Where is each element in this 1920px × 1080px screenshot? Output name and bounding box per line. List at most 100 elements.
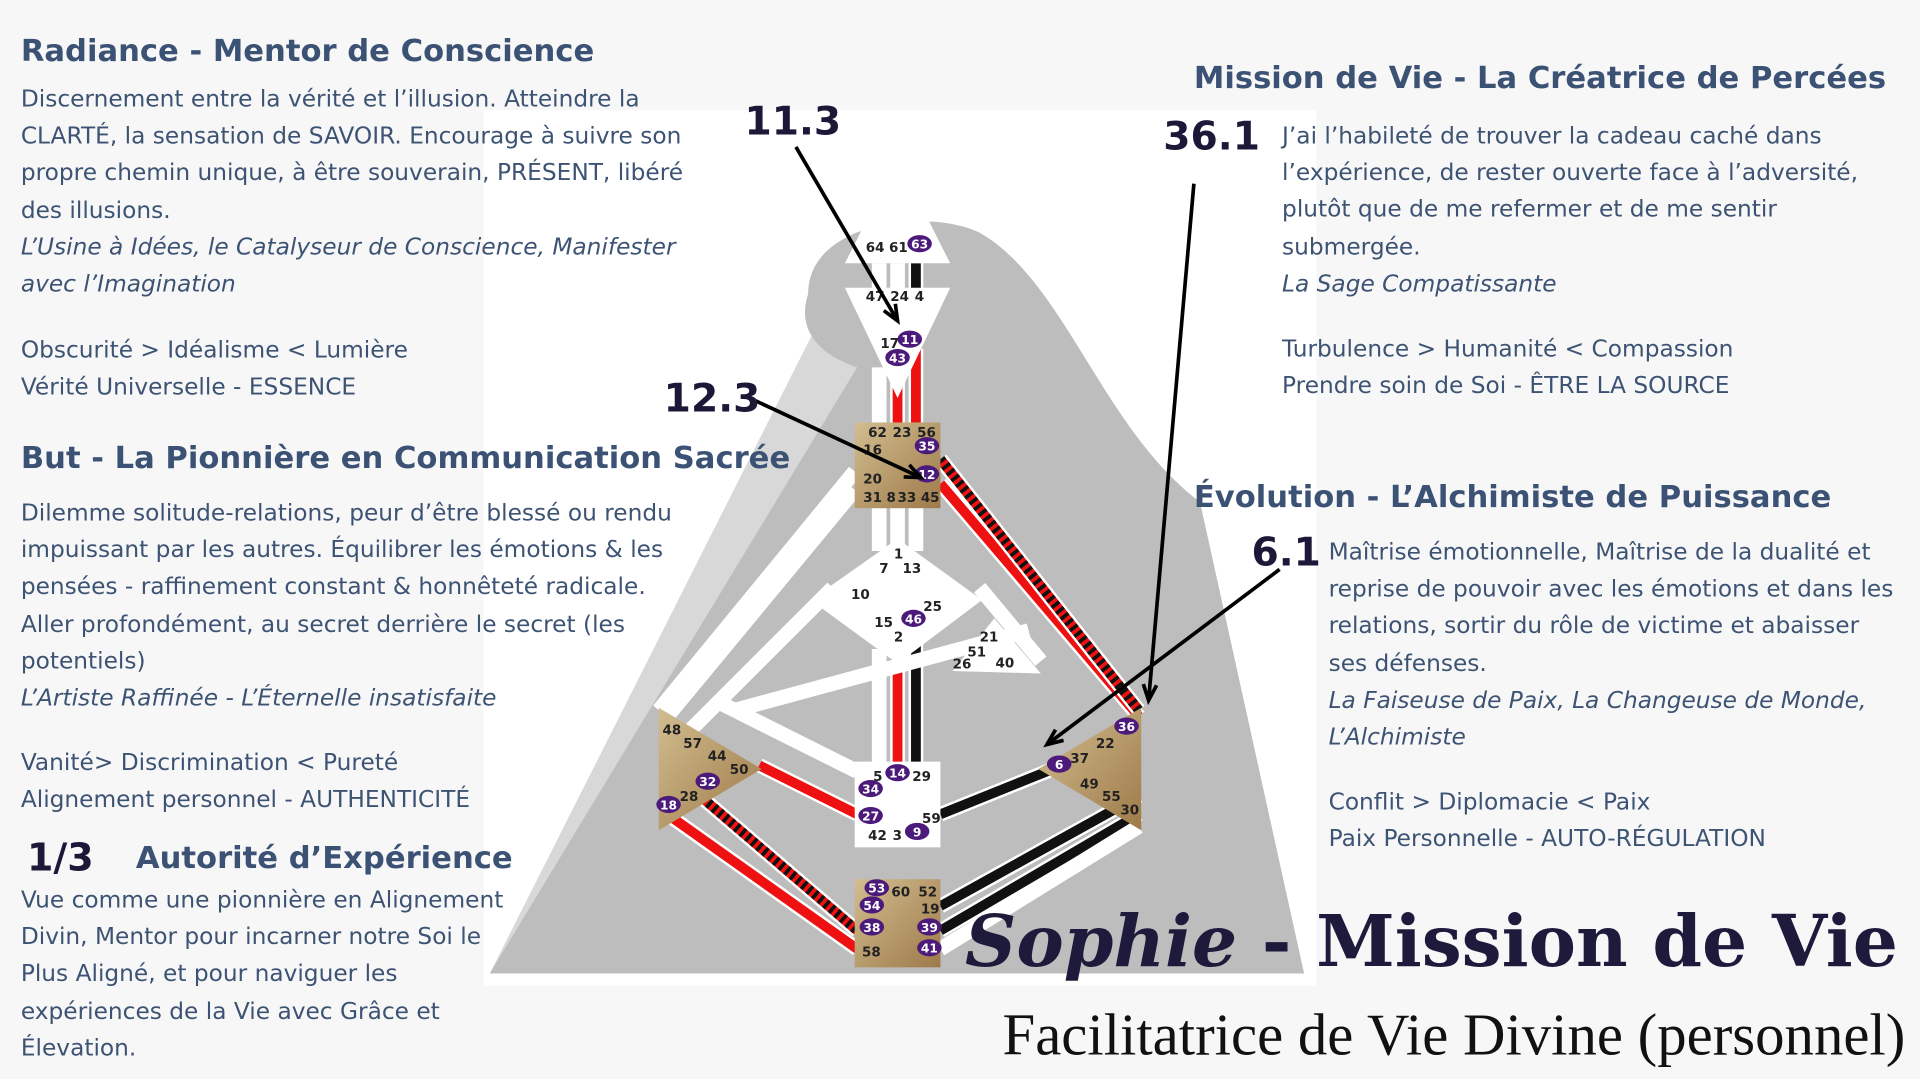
mission-gate-label: 36.1 [1163, 112, 1260, 160]
active-gate-marker [858, 806, 883, 825]
active-gate-marker [859, 918, 885, 936]
active-gate-marker [1114, 717, 1139, 735]
arrow-head-icon [903, 463, 926, 480]
gate-number: 50 [730, 763, 749, 778]
active-gate-marker [897, 330, 923, 348]
g-center [810, 538, 983, 664]
gate-number: 9 [913, 825, 922, 839]
gate-number: 53 [868, 882, 885, 896]
gate-number: 34 [862, 782, 879, 796]
spectrum-line: Obscurité > Idéalisme < Lumière [20, 337, 408, 364]
active-gate-marker [901, 609, 926, 627]
gate-number: 23 [893, 426, 912, 441]
text-line: pensées - raffinement constant & honnête… [20, 573, 646, 601]
gate-number: 61 [889, 241, 908, 256]
gate-number: 39 [921, 921, 938, 935]
ego-center [952, 618, 1041, 674]
chart-title: Sophie - Mission de Vie [965, 900, 1898, 983]
text-line: propre chemin unique, à être souverain, … [20, 159, 684, 187]
text-line: ses défenses. [1328, 649, 1487, 677]
but-text: Dilemme solitude-relations, peur d’être … [21, 495, 707, 819]
gate-number: 4 [915, 290, 924, 305]
gate-number: 31 [863, 491, 882, 506]
active-gate-marker [695, 772, 721, 790]
gate-number: 21 [980, 631, 999, 646]
gate-number: 60 [891, 885, 910, 900]
essence-line: Alignement personnel - AUTHENTICITÉ [20, 786, 471, 814]
essence-line: Paix Personnelle - AUTO-RÉGULATION [1328, 825, 1766, 853]
gate-number: 32 [699, 775, 716, 789]
gate-number: 30 [1120, 803, 1139, 818]
channel [653, 466, 861, 715]
active-gate-marker [859, 896, 885, 914]
gate-number: 13 [902, 562, 921, 577]
gate-number: 37 [1070, 752, 1089, 767]
arrow-head-icon [882, 303, 900, 325]
arrow-line [1146, 183, 1196, 701]
gate-number: 56 [917, 426, 936, 441]
text-line: Divin, Mentor pour incarner notre Soi le [20, 923, 482, 951]
person-name: Sophie [965, 900, 1238, 984]
gate-number: 54 [863, 899, 880, 913]
text-line: plutôt que de me refermer et de me senti… [1282, 196, 1777, 224]
gate-number: 51 [967, 645, 986, 660]
arrow-head-icon [1043, 728, 1065, 748]
spectrum-line: Vanité> Discrimination < Pureté [20, 749, 399, 777]
evolution-title: Évolution - L’Alchimiste de Puissance [1193, 478, 1832, 515]
ajna-center [844, 287, 951, 398]
gate-number: 22 [1096, 737, 1115, 752]
active-gate-marker [885, 348, 910, 367]
essence-line: Vérité Universelle - ESSENCE [20, 373, 357, 401]
channel-active-black [938, 764, 1055, 819]
gate-number: 3 [893, 829, 902, 844]
gate-number: 55 [1102, 790, 1121, 805]
active-gate-marker [864, 879, 889, 897]
active-gate-marker [914, 437, 940, 455]
gate-number: 17 [880, 337, 899, 352]
arrow-line [1045, 567, 1281, 746]
italic-line: L’Alchimiste [1328, 723, 1466, 751]
gate-number: 52 [918, 885, 937, 900]
text-line: l’expérience, de rester ouverte face à l… [1282, 159, 1859, 187]
text-line: reprise de pouvoir avec les émotions et … [1328, 575, 1894, 603]
gate-number: 25 [923, 600, 942, 615]
text-line: Dilemme solitude-relations, peur d’être … [20, 499, 672, 527]
gate-number: 5 [873, 770, 882, 785]
gate-number: 58 [862, 945, 881, 960]
gate-number: 18 [660, 798, 677, 812]
but-title: But - La Pionnière en Communication Sacr… [20, 439, 791, 476]
solar-plexus-center [1038, 707, 1142, 831]
channel [719, 697, 861, 779]
text-line: Vue comme une pionnière en Alignement [20, 886, 504, 914]
text-line: Aller profondément, au secret derrière l… [20, 610, 625, 638]
gate-number: 46 [905, 612, 922, 626]
gate-number: 38 [863, 921, 880, 935]
italic-line: L’Usine à Idées, le Catalyseur de Consci… [20, 233, 676, 261]
channel-active-red [664, 810, 860, 953]
channel [680, 582, 838, 740]
gate-number: 11 [901, 333, 918, 347]
text-line: CLARTÉ, la sensation de SAVOIR. Encourag… [20, 122, 682, 150]
gate-number: 10 [851, 588, 870, 603]
gate-label-12-3: 12.3 [663, 374, 761, 422]
gate-label-11-3: 11.3 [744, 97, 842, 145]
active-gate-marker [917, 918, 942, 936]
gate-number: 45 [921, 491, 940, 506]
gate-number: 14 [889, 767, 906, 781]
channel-active-black [938, 791, 1142, 911]
radiance-text: Discernement entre la vérité et l’illusi… [21, 81, 707, 406]
gate-number: 6 [1055, 758, 1064, 772]
text-line: Maîtrise émotionnelle, Maîtrise de la du… [1328, 538, 1871, 566]
essence-line: Prendre soin de Soi - ÊTRE LA SOURCE [1282, 372, 1730, 400]
channel [973, 583, 1047, 666]
gate-number: 20 [863, 473, 882, 488]
italic-line: La Sage Compatissante [1282, 270, 1557, 298]
title-separator: - [1237, 900, 1317, 984]
gate-number: 42 [868, 829, 887, 844]
spectrum-line: Conflit > Diplomacie < Paix [1328, 788, 1651, 816]
italic-line: avec l’Imagination [20, 270, 236, 298]
text-line: relations, sortir du rôle de victime et … [1328, 612, 1860, 640]
